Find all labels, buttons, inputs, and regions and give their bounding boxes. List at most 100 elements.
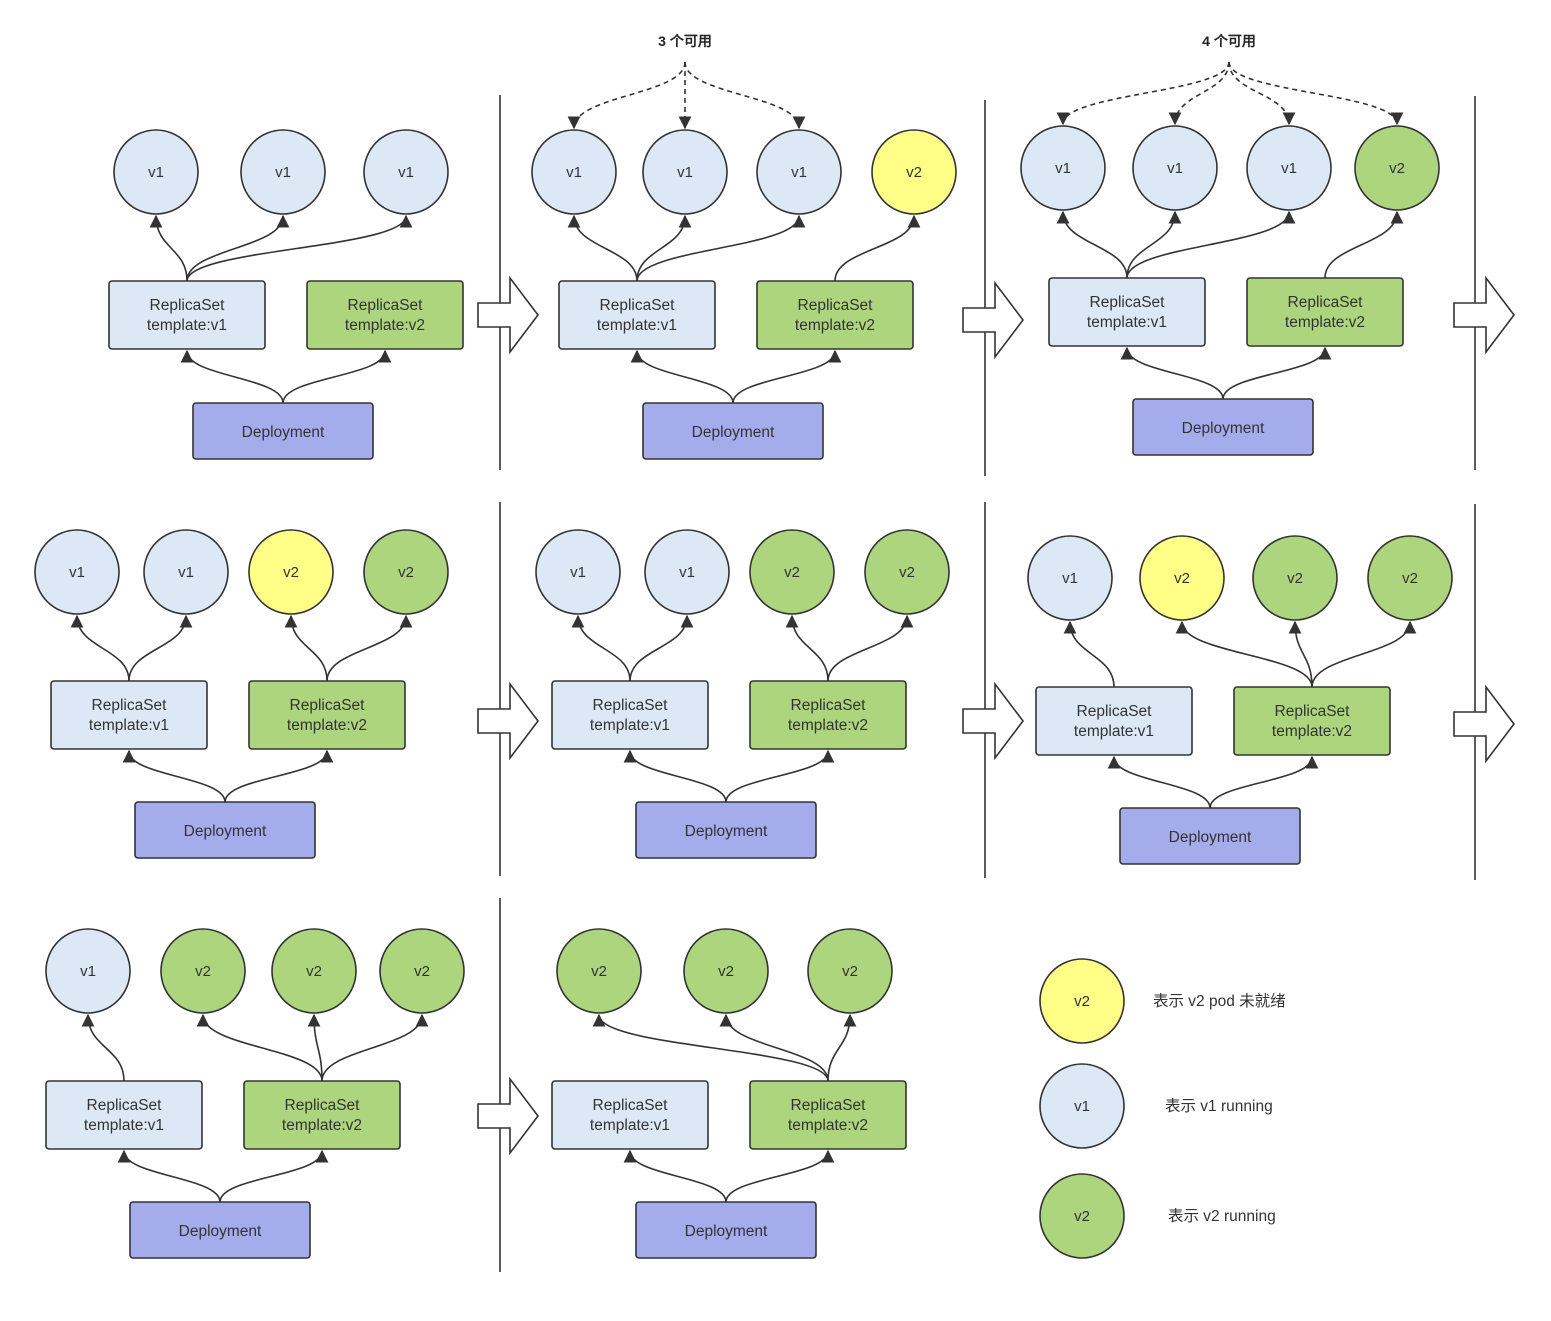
replicaset-to-pod-arrow xyxy=(149,214,188,282)
deployment-to-replicaset-arrow xyxy=(630,349,734,404)
deployment-to-replicaset-arrow xyxy=(732,349,842,404)
availability-dashed-arrow xyxy=(1228,61,1296,126)
replicaset-template: template:v1 xyxy=(597,317,677,334)
replicaset-template: template:v2 xyxy=(287,717,367,734)
legend-swatch xyxy=(1039,1063,1125,1149)
pod-v2_running: v2 xyxy=(807,928,893,1014)
replicaset-to-pod-arrow xyxy=(629,614,694,682)
replicaset-box xyxy=(50,680,208,750)
replicaset-to-pod-arrow xyxy=(636,214,692,282)
pod-v2_not_ready: v2 xyxy=(871,129,957,215)
pod-label: v1 xyxy=(1055,160,1071,177)
replicaset-title: ReplicaSet xyxy=(798,297,874,314)
replicaset-to-pod-arrow xyxy=(636,214,806,282)
pod-label: v1 xyxy=(1167,160,1183,177)
pod-label: v1 xyxy=(80,963,96,980)
pod-v1: v1 xyxy=(363,129,449,215)
next-stage-arrow-icon xyxy=(962,280,1025,360)
pod-label: v2 xyxy=(414,963,430,980)
pod-label: v1 xyxy=(398,164,414,181)
replicaset-template: template:v1 xyxy=(1074,723,1154,740)
pod-label: v1 xyxy=(69,564,85,581)
pod-circle xyxy=(271,928,357,1014)
replicaset-to-pod-arrow xyxy=(1126,210,1296,279)
pod-circle xyxy=(240,129,326,215)
replicaset-to-pod-arrow xyxy=(326,614,413,682)
deployment: Deployment xyxy=(192,402,374,460)
legend-swatch xyxy=(1039,958,1125,1044)
pod-v1: v1 xyxy=(1027,535,1113,621)
replicaset-box xyxy=(558,280,716,350)
pod-v2_running: v2 xyxy=(683,928,769,1014)
pod-circle xyxy=(864,529,950,615)
replicaset-template: template:v1 xyxy=(1087,314,1167,331)
pod-v1: v1 xyxy=(1246,125,1332,211)
replicaset-to-pod-arrow xyxy=(1288,620,1313,688)
replicaset-title: ReplicaSet xyxy=(600,297,676,314)
availability-dashed-arrow xyxy=(1056,61,1230,126)
replicaset-to-pod-arrow xyxy=(785,614,829,682)
deployment-to-replicaset-arrow xyxy=(1209,755,1319,809)
pod-circle xyxy=(363,529,449,615)
pod-circle xyxy=(1252,535,1338,621)
replicaset-title: ReplicaSet xyxy=(593,697,669,714)
replicaset-v1: ReplicaSet template:v1 xyxy=(50,680,208,750)
pod-label: v2 xyxy=(1389,160,1405,177)
pod-circle xyxy=(756,129,842,215)
pod-circle xyxy=(535,529,621,615)
replicaset-template: template:v2 xyxy=(1272,723,1352,740)
deployment-label: Deployment xyxy=(1182,420,1265,437)
deployment-to-replicaset-arrow xyxy=(623,1149,727,1203)
replicaset-box xyxy=(243,1080,401,1150)
replicaset-title: ReplicaSet xyxy=(791,697,867,714)
replicaset-template: template:v1 xyxy=(590,717,670,734)
pod-label: v1 xyxy=(275,164,291,181)
availability-label: 4 个可用 xyxy=(1202,33,1256,49)
pod-circle xyxy=(1367,535,1453,621)
pod-v1: v1 xyxy=(45,928,131,1014)
pod-circle xyxy=(143,529,229,615)
legend-text: 表示 v1 running xyxy=(1165,1097,1273,1115)
replicaset-title: ReplicaSet xyxy=(348,297,424,314)
pod-circle xyxy=(642,129,728,215)
pod-v1: v1 xyxy=(535,529,621,615)
replicaset-box xyxy=(1048,277,1206,347)
replicaset-box xyxy=(108,280,266,350)
replicaset-template: template:v2 xyxy=(345,317,425,334)
availability-label: 3 个可用 xyxy=(658,33,712,49)
pod-v1: v1 xyxy=(143,529,229,615)
deployment: Deployment xyxy=(129,1201,311,1259)
legend-text: 表示 v2 running xyxy=(1168,1207,1276,1225)
replicaset-title: ReplicaSet xyxy=(1288,294,1364,311)
deployment-label: Deployment xyxy=(179,1223,262,1240)
replicaset-to-pod-arrow xyxy=(827,614,914,682)
replicaset-to-pod-arrow xyxy=(719,1013,829,1082)
pod-label: v2 xyxy=(899,564,915,581)
replicaset-title: ReplicaSet xyxy=(92,697,168,714)
next-stage-arrow-icon xyxy=(477,275,540,355)
pod-circle xyxy=(1354,125,1440,211)
pod-v1: v1 xyxy=(240,129,326,215)
pod-label: v1 xyxy=(178,564,194,581)
pod-label: v2 xyxy=(398,564,414,581)
replicaset-to-pod-arrow xyxy=(1063,620,1115,688)
pod-v2_running: v2 xyxy=(556,928,642,1014)
deployment: Deployment xyxy=(1119,807,1301,865)
replicaset-template: template:v1 xyxy=(89,717,169,734)
replicaset-to-pod-arrow xyxy=(1324,210,1404,279)
replicaset-to-pod-arrow xyxy=(70,614,130,682)
pod-v2_running: v2 xyxy=(271,928,357,1014)
replicaset-to-pod-arrow xyxy=(128,614,193,682)
legend-swatch xyxy=(1039,1173,1125,1259)
pod-circle xyxy=(248,529,334,615)
next-stage-arrow-icon xyxy=(1453,275,1516,355)
